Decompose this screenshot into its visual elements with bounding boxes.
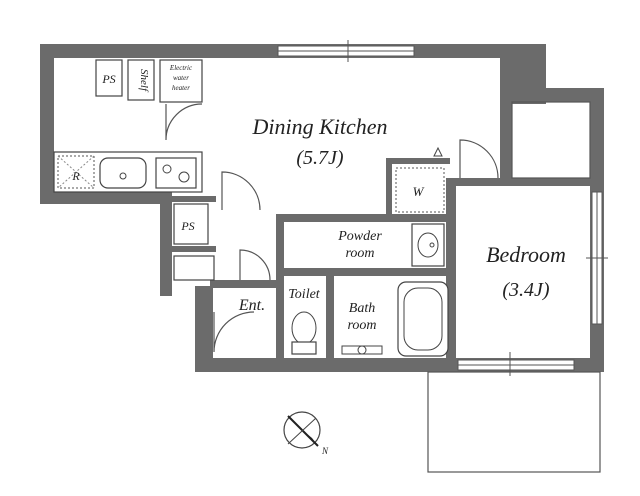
closet: [511, 101, 591, 179]
bathtub-inner: [403, 287, 443, 351]
bedroom-size: (3.4J): [502, 279, 550, 301]
bedroom-name: Bedroom: [486, 242, 566, 267]
wall-bottom: [195, 358, 435, 372]
wall-left-lower: [195, 286, 213, 370]
wall-washer-left: [386, 158, 392, 218]
toilet-tank: [291, 341, 317, 355]
bath-drain: [357, 345, 367, 355]
wall-column-top-right: [500, 44, 546, 104]
ps-top-label: PS: [101, 72, 115, 86]
wall-toilet-left: [276, 214, 284, 364]
door-dk-entrance: [221, 171, 261, 211]
compass-label: N: [321, 446, 329, 456]
windows: [277, 40, 608, 376]
ps-top-box: [95, 59, 123, 97]
door-powder: [239, 249, 271, 281]
wall-ps-bottom: [172, 246, 216, 252]
wall-washer-top: [386, 158, 450, 164]
shelf-label: Shelf: [138, 69, 150, 93]
wall-entrance-top: [210, 280, 280, 288]
wall-powder-top: [280, 214, 450, 222]
shelf-box: [127, 59, 155, 101]
bath-shelf: [341, 345, 383, 355]
water-heater-line3: heater: [172, 84, 190, 92]
compass-arrow-icon: [302, 430, 318, 446]
wall-top-right: [546, 88, 596, 102]
stove-burner-2: [178, 171, 190, 183]
kitchen-fixtures: PS Shelf Electric water heater R: [53, 59, 203, 193]
wall-bedroom-left: [446, 180, 456, 360]
doors: [213, 139, 499, 353]
stove: [155, 157, 197, 189]
entrance-label: Ent.: [238, 297, 265, 314]
wall-ps-top: [172, 196, 216, 202]
washer-faucet-icon: [433, 146, 443, 157]
refrigerator-label: R: [71, 169, 80, 183]
toilet-label: Toilet: [288, 287, 320, 302]
wall-bedroom-top: [446, 178, 592, 186]
wall-left: [40, 44, 54, 204]
washer-label: W: [413, 184, 425, 199]
powder-sink: [417, 232, 439, 258]
wall-toilet-right: [326, 272, 334, 362]
powder-room-line1: Powder: [337, 229, 382, 244]
stove-burner-1: [162, 164, 172, 174]
ps-lower-label: PS: [180, 219, 194, 233]
refrigerator-cross-2: [57, 155, 95, 189]
balcony: [427, 371, 601, 473]
water-heater-line2: water: [173, 74, 189, 82]
washer-space: [395, 167, 445, 213]
wall-kitchen-bottom: [40, 190, 160, 204]
compass: N: [283, 411, 329, 456]
compass-cross: [287, 417, 317, 445]
wall-powder-bottom: [280, 268, 450, 276]
powder-drain: [429, 242, 435, 248]
door-entrance: [213, 311, 255, 353]
wall-top: [40, 44, 502, 58]
shoe-box: [173, 255, 215, 281]
wall-closet: [500, 100, 512, 180]
bath-room-line1: Bath: [349, 301, 375, 316]
toilet-bowl: [291, 311, 317, 345]
ps-lower-box: [173, 203, 209, 245]
kitchen-door-swing: [165, 103, 203, 141]
water-heater-box: [159, 59, 203, 103]
sink-drain: [119, 172, 127, 180]
wall-left-mid: [160, 190, 172, 296]
powder-room-line2: room: [345, 246, 374, 261]
water-heater-line1: Electric: [169, 64, 193, 72]
bath-room-line2: room: [347, 318, 376, 333]
dining-kitchen-size: (5.7J): [296, 147, 344, 169]
door-bedroom: [459, 139, 499, 179]
dining-kitchen-name: Dining Kitchen: [251, 114, 387, 139]
